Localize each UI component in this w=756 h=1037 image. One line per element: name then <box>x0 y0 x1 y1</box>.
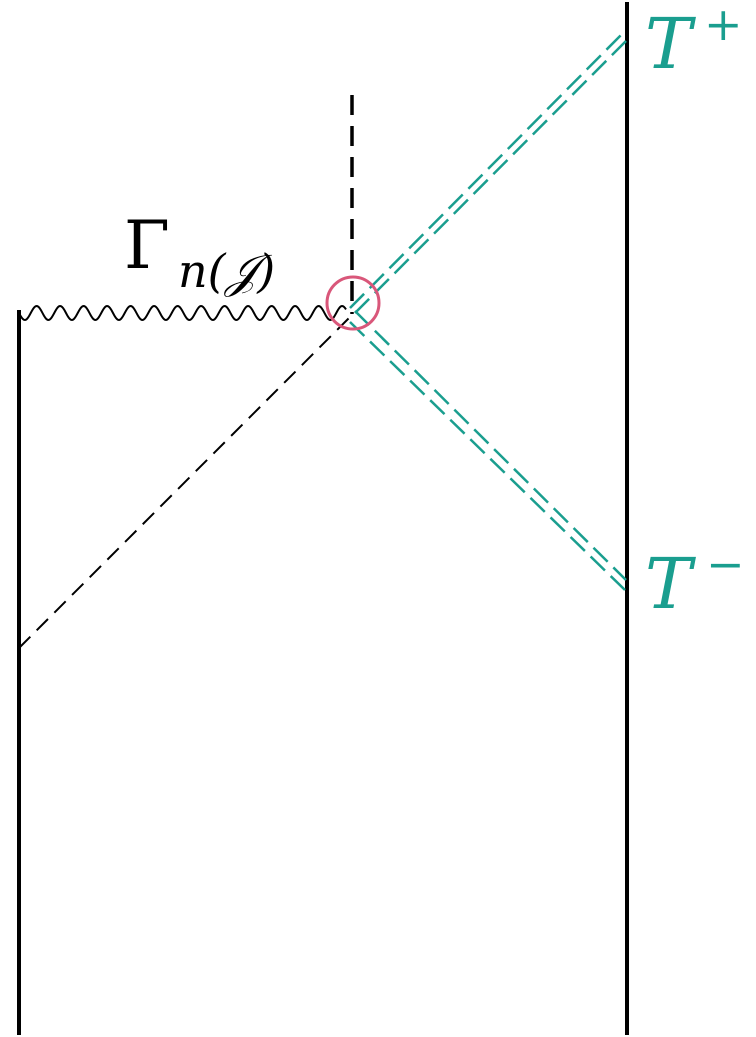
gamma-subscript-label: n(𝒥) <box>178 244 275 298</box>
t-plus-label: T <box>645 3 696 85</box>
teal-double-line-upper <box>349 29 627 314</box>
t-minus-superscript: − <box>706 537 745 591</box>
dashed-diagonal-line <box>18 314 353 649</box>
gamma-label: Γ <box>124 207 170 284</box>
teal-double-line-lower <box>349 310 627 592</box>
t-minus-label: T <box>645 543 696 625</box>
singularity-wavy-line <box>18 304 347 322</box>
junction-marker-circle <box>325 275 381 331</box>
t-plus-superscript: + <box>704 0 743 51</box>
